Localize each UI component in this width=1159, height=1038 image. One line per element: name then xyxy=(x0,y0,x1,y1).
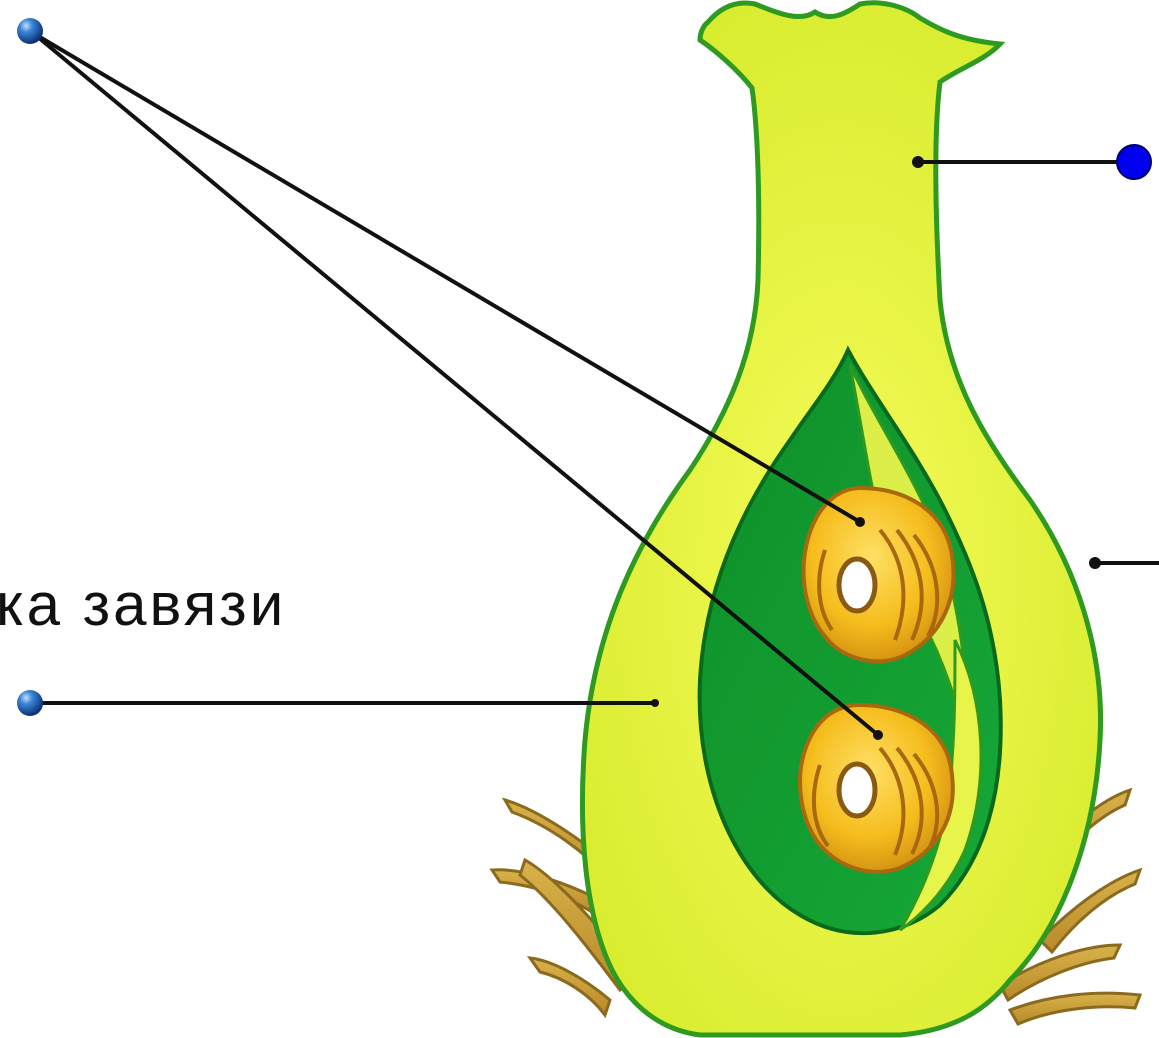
ovule-upper xyxy=(804,488,954,661)
pointer-line-to-upper-ovule xyxy=(33,33,860,522)
sepal-left-4 xyxy=(530,958,610,1015)
sepal-right-4 xyxy=(1010,993,1140,1024)
ovary-wall-label: ка завязи xyxy=(0,571,286,638)
marker-top-left[interactable] xyxy=(17,18,43,44)
endpoint-ovary-wall xyxy=(651,699,659,707)
endpoint-lower-ovule xyxy=(873,730,883,740)
endpoint-right-edge xyxy=(1089,557,1101,569)
ovule-upper-body xyxy=(804,488,954,661)
marker-bottom-left[interactable] xyxy=(17,690,43,716)
ovule-lower xyxy=(800,705,953,872)
endpoint-style xyxy=(912,156,924,168)
ovule-upper-micropyle xyxy=(839,559,875,611)
ovule-lower-micropyle xyxy=(839,764,875,816)
endpoint-upper-ovule xyxy=(855,517,865,527)
marker-top-right[interactable] xyxy=(1117,145,1151,179)
